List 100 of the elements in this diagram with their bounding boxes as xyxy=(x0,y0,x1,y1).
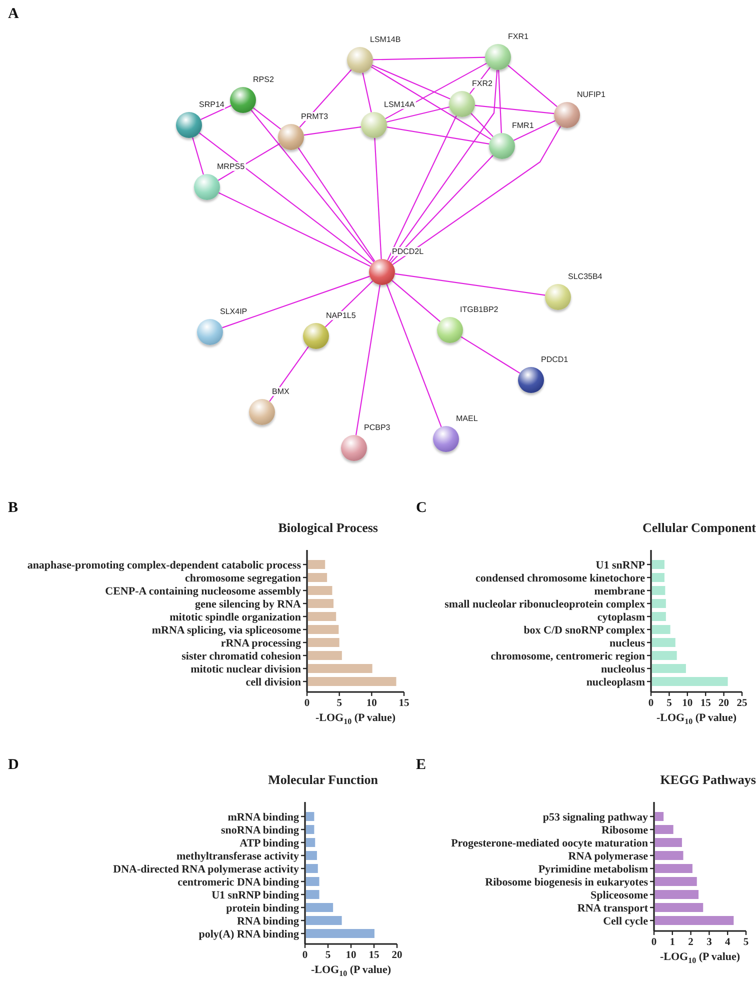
interaction-line xyxy=(372,56,486,60)
interaction-line xyxy=(385,62,487,120)
interaction-line xyxy=(298,148,376,262)
category-label: mRNA splicing, via spliceosome xyxy=(152,624,301,636)
protein-label: PCBP3 xyxy=(363,423,392,432)
chart-title: KEGG Pathways xyxy=(660,772,756,788)
interaction-line xyxy=(392,280,440,322)
interaction-line xyxy=(474,104,554,114)
category-label: box C/D snoRNP complex xyxy=(524,624,645,636)
interaction-line xyxy=(200,105,232,120)
tick-label: 20 xyxy=(718,698,730,709)
tick-label: 5 xyxy=(666,698,672,709)
category-label: CENP-A containing nucleosome assembly xyxy=(105,585,301,598)
interaction-line xyxy=(198,132,372,265)
category-label: chromosome, centromeric region xyxy=(490,650,645,662)
category-label: Cell cycle xyxy=(603,915,648,928)
interaction-line xyxy=(299,69,352,128)
category-label: snoRNA binding xyxy=(221,824,299,836)
category-label: nucleus xyxy=(610,637,645,650)
category-label: Ribosome biogenesis in eukaryotes xyxy=(485,876,648,888)
tick-label: 10 xyxy=(366,698,377,709)
protein-label: MAEL xyxy=(455,414,479,423)
interaction-line xyxy=(460,336,520,374)
protein-label: FXR1 xyxy=(507,32,530,41)
interaction-line xyxy=(469,66,491,94)
interaction-line xyxy=(222,276,370,328)
tick-label: 15 xyxy=(398,698,410,709)
interaction-line xyxy=(304,126,362,136)
protein-label: FXR2 xyxy=(471,79,494,88)
category-label: methyltransferase activity xyxy=(176,850,299,862)
protein-label: PRMT3 xyxy=(300,112,330,121)
axis-title: -LOG$_{10}$ (P value) xyxy=(660,951,740,966)
category-label: Pyrimidine metabolism xyxy=(538,863,648,876)
protein-label: LSM14A xyxy=(383,100,416,109)
tick-label: 1 xyxy=(670,937,676,948)
tick-label: 0 xyxy=(651,937,657,948)
category-label: p53 signaling pathway xyxy=(542,811,648,824)
category-label: protein binding xyxy=(226,902,299,914)
category-label: sister chromatid cohesion xyxy=(182,650,301,662)
interaction-line xyxy=(390,155,494,263)
chart-title: Cellular Component xyxy=(642,520,756,536)
category-label: gene silencing by RNA xyxy=(194,598,301,610)
interaction-line xyxy=(389,70,498,262)
tick-label: 15 xyxy=(368,950,380,961)
protein-label: SLC35B4 xyxy=(567,272,604,281)
interaction-line xyxy=(498,70,502,134)
category-label: poly(A) RNA binding xyxy=(198,928,299,940)
protein-label: SRP14 xyxy=(198,100,226,109)
tick-label: 4 xyxy=(724,937,730,948)
panel-letter: A xyxy=(8,6,19,23)
category-label: chromosome segregation xyxy=(185,572,301,584)
interaction-line xyxy=(508,64,558,108)
category-label: DNA-directed RNA polymerase activity xyxy=(113,863,299,876)
interaction-line xyxy=(392,126,561,266)
chart-title: Biological Process xyxy=(278,520,378,536)
protein-label: FMR1 xyxy=(511,121,535,130)
category-label: rRNA processing xyxy=(220,637,301,650)
category-label: anaphase-promoting complex-dependent catabolic process xyxy=(27,559,301,572)
chart-title: Molecular Function xyxy=(268,772,378,788)
interaction-line xyxy=(370,66,492,140)
tick-label: 0 xyxy=(302,950,308,961)
protein-label: SLX4IP xyxy=(219,307,248,316)
interaction-line xyxy=(386,126,490,144)
category-label: cytoplasm xyxy=(597,611,645,624)
category-label: nucleolus xyxy=(600,663,645,676)
interaction-line xyxy=(218,192,371,267)
tick-label: 5 xyxy=(325,950,331,961)
interaction-line xyxy=(355,284,381,436)
category-label: cell division xyxy=(246,676,301,688)
category-label: Spliceosome xyxy=(590,889,648,902)
category-label: mitotic nuclear division xyxy=(190,663,301,676)
category-label: membrane xyxy=(594,585,645,598)
category-label: U1 snRNP xyxy=(596,559,645,572)
interaction-line xyxy=(374,138,382,260)
panel-letter: C xyxy=(416,500,427,517)
interaction-line xyxy=(386,106,450,123)
protein-label: NAP1L5 xyxy=(325,311,357,320)
tick-label: 25 xyxy=(736,698,748,709)
tick-label: 10 xyxy=(346,950,356,961)
tick-label: 3 xyxy=(706,937,712,948)
protein-label: RPS2 xyxy=(252,75,275,84)
axis-title: -LOG$_{10}$ (P value) xyxy=(310,964,392,978)
interaction-line xyxy=(269,346,309,402)
tick-label: 0 xyxy=(648,698,654,709)
tick-label: 5 xyxy=(336,698,342,709)
interaction-line xyxy=(394,273,546,296)
category-label: small nucleolar ribonucleoprotein complex xyxy=(444,598,645,610)
interaction-line xyxy=(470,113,494,137)
category-label: U1 snRNP binding xyxy=(212,889,299,902)
interaction-line xyxy=(387,115,457,261)
protein-label: BMX xyxy=(271,387,290,396)
interaction-line xyxy=(386,284,442,428)
category-label: ATP binding xyxy=(240,837,299,850)
category-label: RNA transport xyxy=(577,902,648,914)
interaction-line xyxy=(372,64,450,100)
category-label: RNA binding xyxy=(236,915,299,928)
tick-label: 0 xyxy=(304,698,310,709)
axis-title: -LOG$_{10}$ (P value) xyxy=(656,712,737,726)
interaction-line xyxy=(362,72,372,112)
tick-label: 15 xyxy=(700,698,711,709)
